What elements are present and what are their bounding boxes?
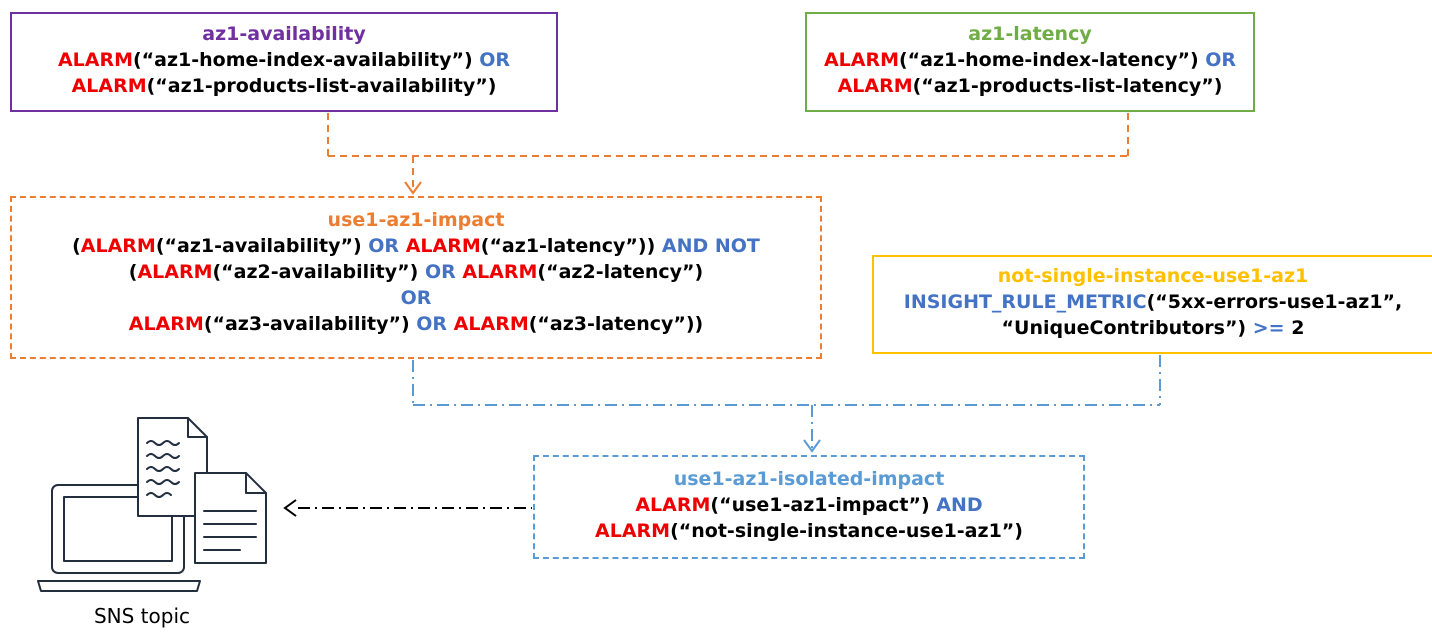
az1-latency-title: az1-latency xyxy=(968,23,1092,45)
alarm-argument: (“az2-latency”) xyxy=(537,261,704,283)
function-argument: (“5xx-errors-use1-az1”, xyxy=(1146,291,1403,313)
laptop-documents-icon xyxy=(37,417,267,592)
sns-topic-label: SNS topic xyxy=(93,604,191,628)
alarm-keyword: ALARM xyxy=(837,75,913,97)
az1-availability-title: az1-availability xyxy=(202,23,366,45)
az1-latency-expression-line-1: ALARM(“az1-home-index-latency”) OR xyxy=(807,47,1253,73)
alarm-keyword: ALARM xyxy=(823,49,899,71)
impact-and-not-single-to-isolated-connector xyxy=(412,355,1161,448)
impact-expression-line-4: ALARM(“az3-availability”) OR ALARM(“az3-… xyxy=(12,311,820,337)
alarm-argument: (“az2-availability”) xyxy=(212,261,419,283)
not-single-instance-alarm-box: not-single-instance-use1-az1 INSIGHT_RUL… xyxy=(872,255,1432,354)
az1-availability-expression-line-2: ALARM(“az1-products-list-availability”) xyxy=(12,73,556,99)
alarm-argument: (“az1-home-index-latency”) xyxy=(899,49,1199,71)
alarm-argument: (“az1-latency”)) xyxy=(480,235,656,257)
alarm-keyword: ALARM xyxy=(462,261,538,283)
alarm-keyword: ALARM xyxy=(80,235,156,257)
alarm-keyword: ALARM xyxy=(595,520,671,542)
function-argument: “UniqueContributors”) xyxy=(1001,317,1247,339)
alarm-argument: (“az1-availability”) xyxy=(155,235,362,257)
sns-arrowhead xyxy=(283,499,297,517)
alarm-keyword: ALARM xyxy=(635,494,711,516)
open-paren: ( xyxy=(128,261,138,283)
alarm-argument: (“az3-latency”)) xyxy=(528,313,704,335)
operator-keyword: OR xyxy=(1205,49,1237,71)
alarm-argument: (“az1-products-list-availability”) xyxy=(146,75,497,97)
availability-latency-to-impact-connector xyxy=(327,113,1129,190)
alarm-argument: (“az1-home-index-availability”) xyxy=(133,49,473,71)
isolated-arrowhead xyxy=(803,439,821,453)
open-paren: ( xyxy=(72,235,81,257)
alarm-keyword: ALARM xyxy=(453,313,529,335)
isolated-impact-expression-line-2: ALARM(“not-single-instance-use1-az1”) xyxy=(535,518,1083,544)
alarm-argument: (“az1-products-list-latency”) xyxy=(912,75,1223,97)
use1-az1-impact-title: use1-az1-impact xyxy=(327,209,505,231)
isolated-impact-expression-line-1: ALARM(“use1-az1-impact”) AND xyxy=(535,492,1083,518)
impact-expression-line-3: OR xyxy=(12,285,820,311)
operator-keyword: OR xyxy=(368,235,400,257)
alarm-argument: (“az3-availability”) xyxy=(203,313,410,335)
operator-keyword: OR xyxy=(424,261,456,283)
impact-expression-line-1: (ALARM(“az1-availability”) OR ALARM(“az1… xyxy=(12,233,820,259)
alarm-keyword: ALARM xyxy=(71,75,147,97)
operator-keyword: AND xyxy=(936,494,983,516)
use1-az1-isolated-impact-alarm-box: use1-az1-isolated-impact ALARM(“use1-az1… xyxy=(533,455,1085,559)
threshold-value: 2 xyxy=(1291,317,1305,339)
az1-latency-expression-line-2: ALARM(“az1-products-list-latency”) xyxy=(807,73,1253,99)
not-single-instance-title: not-single-instance-use1-az1 xyxy=(997,265,1309,287)
alarm-keyword: ALARM xyxy=(128,313,204,335)
not-single-instance-expression-line-1: INSIGHT_RULE_METRIC(“5xx-errors-use1-az1… xyxy=(874,289,1432,315)
alarm-keyword: ALARM xyxy=(405,235,481,257)
impact-arrowhead xyxy=(404,181,422,195)
use1-az1-impact-alarm-box: use1-az1-impact (ALARM(“az1-availability… xyxy=(10,196,822,359)
alarm-argument: (“not-single-instance-use1-az1”) xyxy=(670,520,1023,542)
isolated-impact-title: use1-az1-isolated-impact xyxy=(673,468,945,490)
operator-keyword: OR xyxy=(400,287,432,309)
not-single-instance-expression-line-2: “UniqueContributors”) >= 2 xyxy=(874,315,1432,341)
az1-latency-alarm-box: az1-latency ALARM(“az1-home-index-latenc… xyxy=(805,12,1255,112)
function-keyword: INSIGHT_RULE_METRIC xyxy=(903,291,1147,313)
alarm-keyword: ALARM xyxy=(57,49,133,71)
az1-availability-alarm-box: az1-availability ALARM(“az1-home-index-a… xyxy=(10,12,558,112)
impact-expression-line-2: (ALARM(“az2-availability”) OR ALARM(“az2… xyxy=(12,259,820,285)
operator-keyword: >= xyxy=(1252,317,1285,339)
alarm-argument: (“use1-az1-impact”) xyxy=(710,494,930,516)
alarm-keyword: ALARM xyxy=(137,261,213,283)
az1-availability-expression-line-1: ALARM(“az1-home-index-availability”) OR xyxy=(12,47,556,73)
operator-keyword: AND NOT xyxy=(661,235,760,257)
operator-keyword: OR xyxy=(416,313,448,335)
operator-keyword: OR xyxy=(479,49,511,71)
